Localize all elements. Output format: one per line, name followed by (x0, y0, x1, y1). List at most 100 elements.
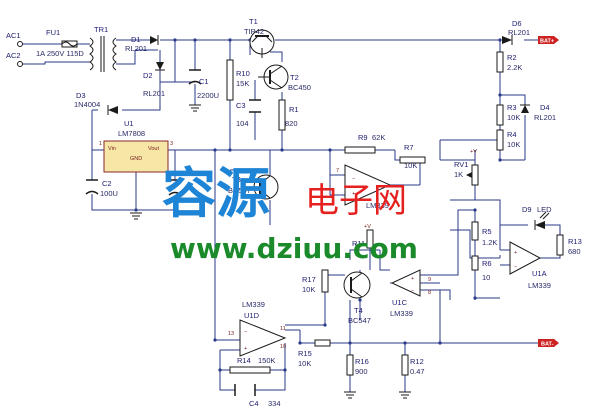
u1b-minus: − (352, 176, 355, 182)
comparator-u1d: − + LM339 U1D 13 11 10 (228, 300, 287, 357)
u1c-value: LM339 (390, 309, 413, 318)
d9-ref: D9 (522, 205, 532, 214)
d2-ref: D2 (143, 71, 153, 80)
c1-ref: C1 (199, 77, 209, 86)
r1-value: 820 (285, 119, 298, 128)
d6-ref: D6 (512, 19, 522, 28)
c2-ref: C2 (102, 179, 112, 188)
u1b-value: LM339 (366, 201, 389, 210)
u1d-pin-11: 11 (280, 326, 286, 332)
resistor-r9: R9 62K (344, 133, 385, 154)
c4-ref: C4 (249, 399, 259, 408)
d3-value: 1N4004 (74, 100, 100, 109)
resistor-r11: R11 +V (352, 224, 374, 249)
resistor-r16: R16 900 (346, 354, 369, 376)
r12-value: 0.47 (410, 367, 425, 376)
r6-value: 10 (482, 273, 490, 282)
fuse-fu1: FU1 1A 250V 115D (36, 28, 84, 58)
r2-value: 2.2K (507, 63, 522, 72)
r15-value: 10K (298, 359, 311, 368)
t4-ref: T4 (354, 306, 363, 315)
diode-d2: D2 RL201 (143, 62, 165, 98)
d4-ref: D4 (540, 103, 550, 112)
resistor-r1: R1 820 (278, 99, 299, 131)
u1c-plus: + (411, 276, 414, 282)
r7-ref: R7 (404, 143, 414, 152)
ac2-terminal: AC2 (6, 51, 23, 67)
u1-ref: U1 (124, 119, 134, 128)
ground-c1 (189, 104, 201, 112)
capacitor-c2: C2 100U (85, 179, 118, 198)
diode-d3: D3 1N4004 (74, 91, 118, 115)
r5-ref: R5 (482, 227, 492, 236)
u1-vout-pin: Vout (148, 146, 159, 152)
ac1-label: AC1 (6, 31, 21, 40)
resistor-r7: R7 10K (399, 143, 426, 170)
watermark-chinese-big: 容源 (162, 162, 270, 225)
u1-pin-1: 1 (99, 141, 102, 147)
ground-r16 (344, 391, 356, 399)
capacitor-c4: C4 334 (234, 384, 281, 408)
u1-gnd-pin: GND (130, 156, 142, 162)
t1-value: TIP42 (244, 27, 264, 36)
u1c-ref: U1C (392, 298, 408, 307)
net-label-bat-plus: BAT+ (538, 36, 559, 45)
diode-d1: D1 RL201 (125, 35, 159, 53)
resistor-r17: R17 10K (302, 269, 329, 294)
r13-value: 680 (568, 247, 581, 256)
d2-value: RL201 (143, 89, 165, 98)
ground-r12 (399, 391, 411, 399)
watermark-chinese-small: 电子网 (305, 181, 407, 221)
d6-value: RL201 (508, 28, 530, 37)
r11-ref: R11 (352, 239, 365, 248)
resistor-r15: R15 10K (298, 339, 331, 368)
comparator-u1a: + − U1A LM339 (509, 241, 551, 290)
watermark: 容源 电子网 www.dziuu.com (162, 162, 418, 265)
u1d-ref: U1D (244, 311, 260, 320)
t1-ref: T1 (249, 17, 258, 26)
u1c-minus: − (411, 288, 414, 294)
t2-value: BC450 (288, 83, 311, 92)
u1a-minus: − (514, 264, 517, 270)
resistor-r12: R12 0.47 (401, 354, 425, 376)
fu1-ref: FU1 (46, 28, 60, 37)
resistor-r4: R4 10K (496, 129, 520, 151)
r7-value: 10K (404, 161, 417, 170)
r16-value: 900 (355, 367, 368, 376)
u1-vin-pin: Vin (108, 146, 116, 152)
transistor-t1: T1 TIP42 (244, 17, 275, 58)
ground-regulator (130, 212, 142, 220)
resistor-r6: R6 10 (471, 255, 492, 282)
capacitor-c3: C3 104 (236, 99, 261, 128)
r5-value: 1.2K (482, 238, 497, 247)
r12-ref: R12 (410, 357, 424, 366)
comparator-u1c: + − U1C LM339 9 8 (390, 269, 431, 318)
ac1-terminal: AC1 (6, 31, 23, 47)
u1a-value: LM339 (528, 281, 551, 290)
r4-ref: R4 (507, 130, 517, 139)
wires (22, 39, 561, 392)
t3-value: BC547 (228, 186, 251, 195)
comparator-u1b: − + LM339 7 (336, 164, 392, 210)
d9-value: LED (537, 205, 552, 214)
resistor-r13: R13 680 (556, 234, 582, 256)
transistor-t4: T4 BC547 (343, 271, 371, 325)
u1-pin-3: 3 (170, 141, 173, 147)
r17-value: 10K (302, 285, 315, 294)
tr1-ref: TR1 (94, 25, 108, 34)
watermark-url: www.dziuu.com (170, 232, 418, 265)
c3-value: 104 (236, 119, 249, 128)
fu1-value: 1A 250V 115D (36, 49, 84, 58)
c4-value: 334 (268, 399, 281, 408)
r17-ref: R17 (302, 275, 316, 284)
diode-d4: D4 RL201 (520, 103, 556, 122)
d1-ref: D1 (131, 35, 141, 44)
d1-value: RL201 (125, 44, 147, 53)
u1d-pin-13: 13 (228, 331, 234, 337)
capacitor-c1: C1 2200U (188, 69, 219, 100)
capacitor-bypass (168, 179, 182, 196)
u1d-plus: + (244, 346, 247, 352)
r11-supply: +V (364, 224, 371, 230)
resistor-r2: R2 2.2K (496, 51, 522, 73)
